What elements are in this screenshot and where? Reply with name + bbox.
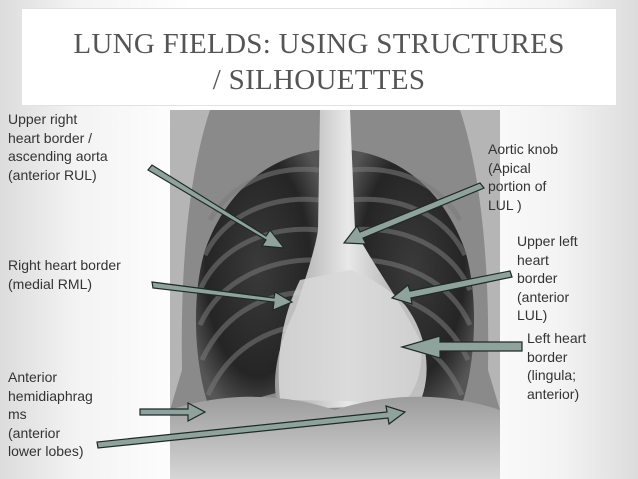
- slide-title-line2: / SILHOUETTES: [212, 64, 426, 96]
- label-left-heart-border: Left heart border (lingula; anterior): [527, 330, 587, 402]
- label-right-heart-border: Right heart border (medial RML): [8, 257, 121, 292]
- arrow-upper-left-heart-border: [390, 270, 513, 305]
- slide-title: LUNG FIELDS: USING STRUCTURES / SILHOUET…: [21, 26, 617, 98]
- arrow-upper-right-heart-border: [147, 164, 286, 249]
- title-box: [21, 8, 617, 106]
- label-upper-left-heart-border: Upper left heart border (anterior LUL): [517, 233, 578, 323]
- arrow-left-heart-border: [399, 335, 523, 359]
- slide-title-line1: LUNG FIELDS: USING STRUCTURES: [73, 28, 565, 60]
- label-anterior-hemidiaphragms: Anterior hemidiaphrag ms (anterior lower…: [8, 369, 93, 459]
- arrow-right-heart-border: [151, 281, 294, 311]
- arrow-anterior-hemidiaphragm-left: [96, 405, 407, 449]
- arrow-aortic-knob: [342, 182, 485, 245]
- label-aortic-knob: Aortic knob (Apical portion of LUL ): [488, 141, 559, 213]
- arrow-anterior-hemidiaphragm-right: [139, 402, 207, 422]
- label-upper-right-heart-border: Upper right heart border / ascending aor…: [8, 111, 108, 183]
